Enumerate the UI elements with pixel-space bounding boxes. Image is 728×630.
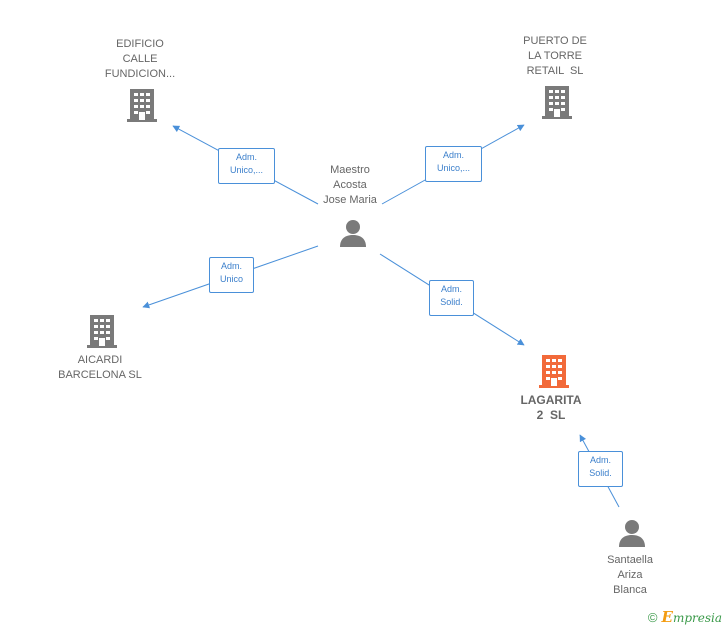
brand-logo-text: mpresia — [672, 611, 722, 625]
building-icon[interactable] — [126, 87, 158, 123]
edge-label-edificio[interactable]: Adm. Unico,... — [218, 148, 275, 184]
footer-brand[interactable]: ©Empresia — [648, 608, 722, 626]
person-icon[interactable] — [338, 218, 368, 248]
node-label-maestro[interactable]: Maestro Acosta Jose Maria — [323, 164, 377, 206]
node-label-lagarita[interactable]: LAGARITA 2 SL — [520, 393, 582, 422]
edge-label-lagarita[interactable]: Adm. Solid. — [429, 280, 474, 316]
node-label-aicardi[interactable]: AICARDI BARCELONA SL — [58, 354, 142, 381]
person-icon[interactable] — [617, 518, 647, 548]
building-icon[interactable] — [86, 313, 118, 349]
edge-label-santaella[interactable]: Adm. Solid. — [578, 451, 623, 487]
building-icon-highlighted[interactable] — [538, 353, 570, 389]
building-icon[interactable] — [541, 84, 573, 120]
brand-logo-initial: E — [661, 608, 673, 626]
copyright-icon: © — [647, 610, 658, 625]
edge-label-puerto[interactable]: Adm. Unico,... — [425, 146, 482, 182]
edge-label-aicardi[interactable]: Adm. Unico — [209, 257, 254, 293]
node-label-santaella[interactable]: Santaella Ariza Blanca — [607, 554, 653, 596]
node-label-edificio[interactable]: EDIFICIO CALLE FUNDICION... — [104, 38, 176, 80]
node-label-puerto[interactable]: PUERTO DE LA TORRE RETAIL SL — [523, 35, 587, 77]
